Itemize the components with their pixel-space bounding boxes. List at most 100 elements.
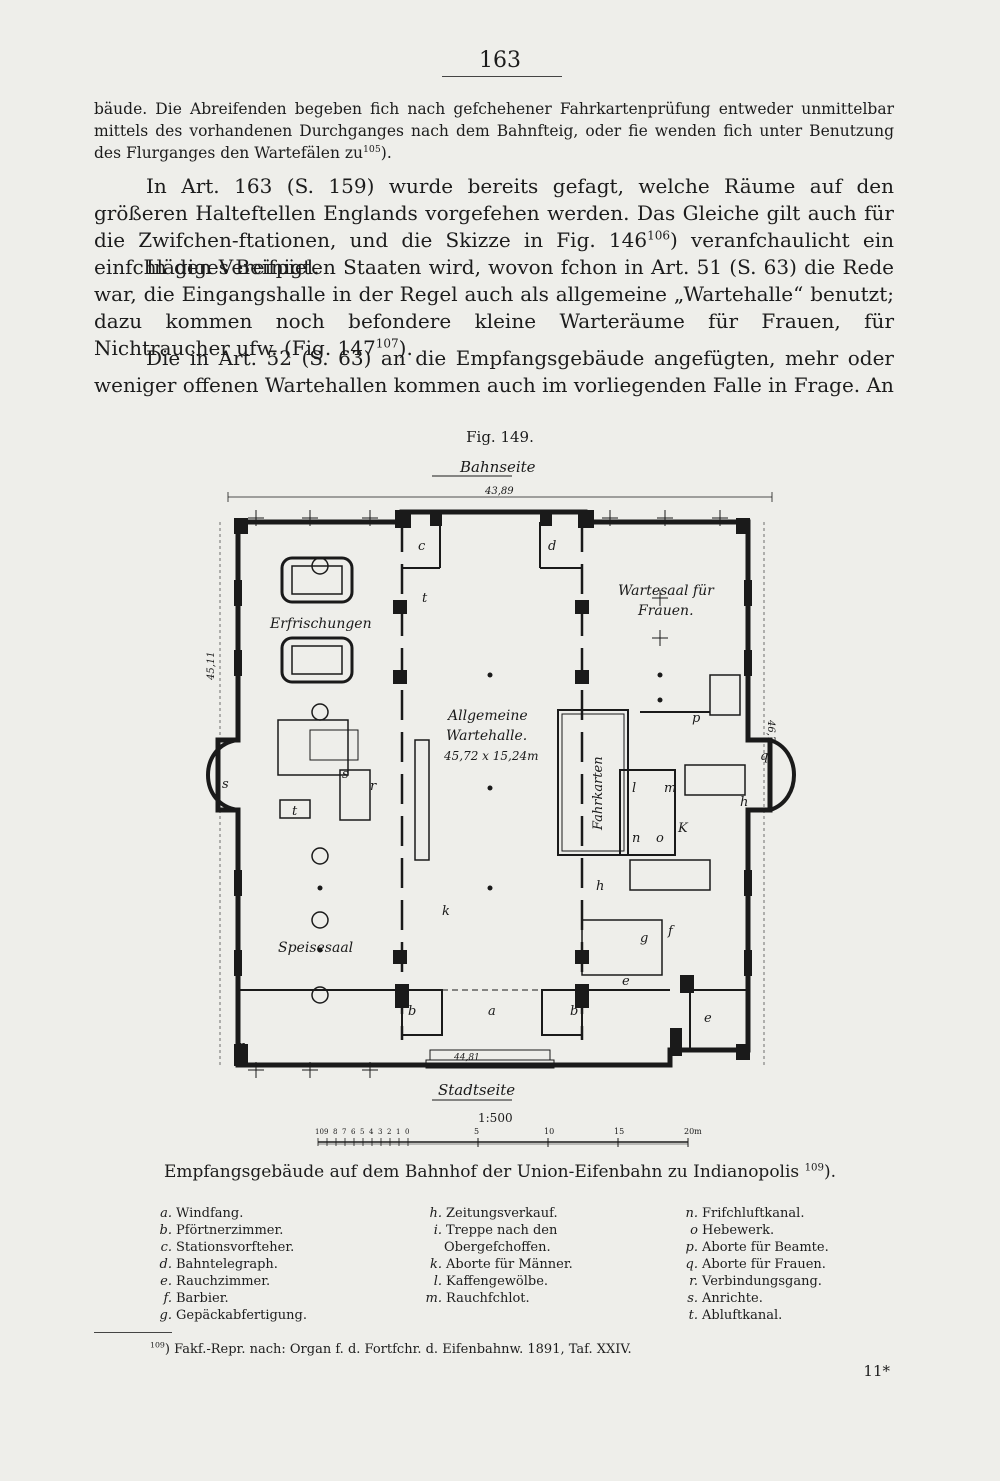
legend-letter: o — [690, 1223, 698, 1238]
svg-text:b: b — [570, 1004, 578, 1019]
figure-label: Fig. 149. — [466, 428, 534, 446]
legend-text: Aborte für Beamte. — [702, 1240, 829, 1255]
footnote: 109) Fakf.-Repr. nach: Organ f. d. Fortf… — [150, 1341, 632, 1357]
legend-letter: p. — [685, 1240, 698, 1255]
room-label-dining: Speisesaal — [278, 940, 353, 956]
legend-text: Abluftkanal. — [702, 1308, 783, 1323]
footnote-ref-107: 107 — [375, 336, 399, 351]
scale-label: 1:500 — [478, 1111, 513, 1125]
legend-item: o Hebewerk. — [676, 1222, 829, 1239]
svg-text:n: n — [632, 831, 640, 846]
legend-item: l.Kaffengewölbe. — [420, 1273, 573, 1290]
svg-text:o: o — [656, 831, 664, 846]
svg-text:k: k — [442, 904, 450, 919]
legend-letter: s. — [687, 1291, 698, 1306]
figure-caption: Empfangsgebäude auf dem Bahnhof der Unio… — [0, 1162, 1000, 1182]
svg-text:s: s — [222, 777, 229, 792]
scale-tick-label: 15 — [614, 1127, 624, 1136]
legend-item: d.Bahntelegraph. — [150, 1256, 307, 1273]
svg-text:e: e — [622, 974, 630, 989]
paragraph-2-text: In Art. 163 (S. 159) wurde bereits gefag… — [94, 174, 894, 252]
legend-item: b. Pförtnerzimmer. — [150, 1222, 307, 1239]
legend-text: Windfang. — [176, 1206, 244, 1221]
legend-item: q. Aborte für Frauen. — [676, 1256, 829, 1273]
legend-text: Kaffengewölbe. — [446, 1274, 549, 1289]
header-rule — [442, 76, 562, 77]
caption-end: ). — [824, 1162, 837, 1182]
legend-letter: g. — [159, 1308, 172, 1323]
paragraph-1-text: bäude. Die Abreifenden begeben fich nach… — [94, 100, 894, 162]
hall-label-1: Allgemeine — [446, 708, 528, 724]
scale-tick-label: 10 — [544, 1127, 554, 1136]
scale-tick-label: 20m — [684, 1127, 702, 1136]
legend-text: Barbier. — [176, 1291, 229, 1306]
caption-ref: 109 — [804, 1162, 825, 1174]
legend-text: Stationsvorfteher. — [176, 1240, 295, 1255]
legend-item: e.Rauchzimmer. — [150, 1273, 307, 1290]
legend-item: r.Verbindungsgang. — [676, 1273, 829, 1290]
svg-text:r: r — [370, 779, 377, 794]
legend-letter: d. — [159, 1257, 172, 1272]
scale-tick-label: 10 — [315, 1128, 324, 1136]
legend-text: Zeitungsverkauf. — [446, 1206, 558, 1221]
legend-item: c. Stationsvorfteher. — [150, 1239, 307, 1256]
svg-text:g: g — [640, 931, 648, 946]
footnote-text: ) Fakf.-Repr. nach: Organ f. d. Fortfchr… — [164, 1342, 632, 1357]
plan-label-bottom: Stadtseite — [438, 1081, 515, 1099]
hall-dimensions: 45,72 x 15,24m — [443, 749, 538, 763]
paragraph-1: bäude. Die Abreifenden begeben fich nach… — [94, 98, 894, 164]
legend-text: Aborte für Frauen. — [702, 1257, 826, 1272]
legend-item: g.Gepäckabfertigung. — [150, 1307, 307, 1324]
room-label-refreshments: Erfrischungen — [269, 616, 372, 632]
svg-text:h: h — [596, 879, 604, 894]
scale-tick-label: 5 — [474, 1127, 479, 1136]
page-number: 163 — [479, 48, 521, 73]
svg-text:a: a — [488, 1004, 496, 1019]
legend-letter: q. — [685, 1257, 698, 1272]
legend-letter: i. — [433, 1223, 442, 1238]
legend-item: m.Rauchfchlot. — [420, 1290, 573, 1307]
svg-text:b: b — [408, 1004, 416, 1019]
room-label-women-2: Frauen. — [637, 603, 694, 619]
svg-text:d: d — [548, 539, 556, 554]
legend-text: Rauchfchlot. — [446, 1291, 530, 1306]
floor-plan: Bahnseite 43,89 — [206, 458, 796, 1147]
scale-tick-label: 7 — [342, 1128, 346, 1136]
scale-tick-label: 2 — [387, 1128, 391, 1136]
legend-item: a.Windfang. — [150, 1205, 307, 1222]
scale-tick-label: 5 — [360, 1128, 364, 1136]
legend-item: f. Barbier. — [150, 1290, 307, 1307]
scale-tick-label: 3 — [378, 1128, 382, 1136]
paragraph-2: In Art. 163 (S. 159) wurde bereits gefag… — [94, 173, 894, 281]
legend-text: Treppe nach den — [446, 1223, 558, 1238]
legend-letter: c. — [160, 1240, 172, 1255]
scale-tick-label: 4 — [369, 1128, 374, 1136]
plan-dim-right: 46,7 — [765, 719, 776, 743]
legend-letter: f. — [163, 1291, 172, 1306]
plan-dim-left: 45,11 — [206, 651, 217, 681]
legend-text: Rauchzimmer. — [176, 1274, 271, 1289]
hall-label-2: Wartehalle. — [446, 728, 527, 744]
legend-text: Hebewerk. — [702, 1223, 775, 1238]
paragraph-3: In den Vereinigten Staaten wird, wovon f… — [94, 254, 894, 362]
plan-dim-bottom: 44,81 — [453, 1053, 480, 1063]
legend-column-1: a.Windfang.b. Pförtnerzimmer. c. Stationsvo… — [150, 1205, 307, 1324]
legend-item: Obergefchoffen. — [420, 1239, 573, 1256]
legend-letter: n. — [685, 1206, 698, 1221]
svg-text:t: t — [422, 591, 428, 606]
legend-text: Pförtnerzimmer. — [176, 1223, 284, 1238]
footnote-ref-105: 105 — [363, 143, 381, 155]
legend-text: Verbindungsgang. — [702, 1274, 822, 1289]
footnote-rule — [94, 1332, 172, 1333]
legend-item: p. Aborte für Beamte. — [676, 1239, 829, 1256]
legend-letter: k. — [429, 1257, 442, 1272]
legend-letter: b. — [159, 1223, 172, 1238]
scale-tick-label: 0 — [405, 1128, 409, 1136]
legend-text: Frifchluftkanal. — [702, 1206, 805, 1221]
paragraph-3-end: ). — [398, 336, 413, 360]
svg-text:f: f — [667, 924, 675, 939]
legend-text: Aborte für Männer. — [446, 1257, 573, 1272]
plan-label-top: Bahnseite — [459, 458, 536, 476]
